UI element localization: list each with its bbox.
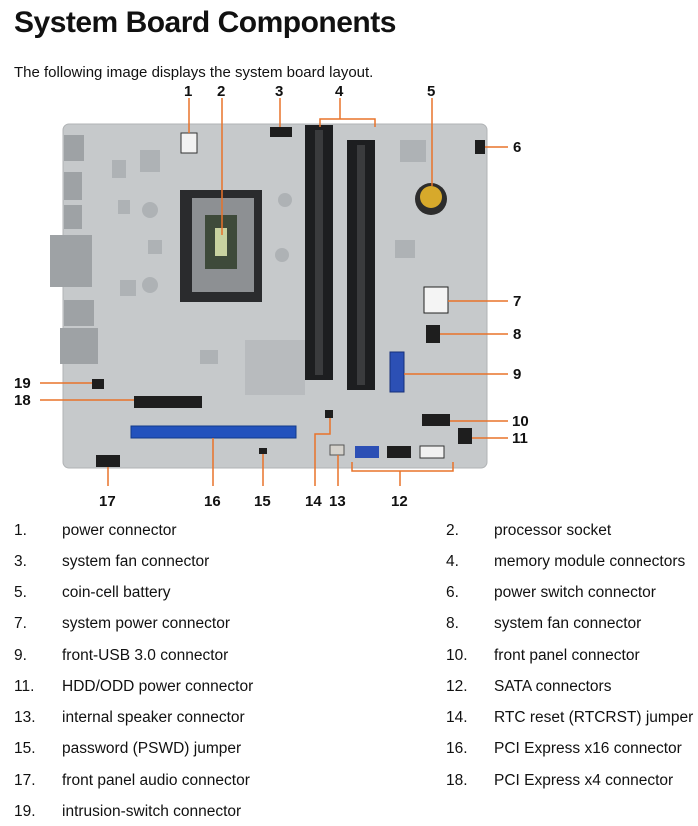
front-audio-connector-shape xyxy=(96,455,120,467)
callout-5: 5 xyxy=(427,83,435,100)
callout-15: 15 xyxy=(254,493,271,510)
system-fan-connector-2-shape xyxy=(426,325,440,343)
callout-9: 9 xyxy=(513,366,521,383)
callout-2: 2 xyxy=(217,83,225,100)
callout-3: 3 xyxy=(275,83,283,100)
callout-7: 7 xyxy=(513,293,521,310)
intrusion-switch-shape xyxy=(92,379,104,389)
callout-4: 4 xyxy=(335,83,344,100)
board-components xyxy=(112,140,426,395)
callout-lines xyxy=(40,98,508,486)
callout-6: 6 xyxy=(513,139,521,156)
system-fan-connector-shape xyxy=(270,127,292,137)
callout-11: 11 xyxy=(512,430,528,447)
power-switch-connector-shape xyxy=(475,140,485,154)
callout-1: 1 xyxy=(184,83,192,100)
hdd-odd-power-connector-shape xyxy=(458,428,472,444)
callout-12: 12 xyxy=(391,493,408,510)
rtc-jumper-shape xyxy=(325,410,333,418)
system-board-diagram: 1 2 3 4 5 6 7 8 9 10 11 12 13 14 15 16 1… xyxy=(14,83,529,510)
callout-10: 10 xyxy=(512,413,529,430)
pswd-jumper-shape xyxy=(259,448,267,454)
callout-19: 19 xyxy=(14,375,31,392)
intro-text: The following image displays the system … xyxy=(14,64,374,81)
rear-io-ports xyxy=(50,135,98,364)
front-usb-connector-shape xyxy=(389,351,405,393)
sata-connectors-shape xyxy=(355,445,445,459)
system-power-connector-shape xyxy=(423,286,449,314)
system-board xyxy=(63,124,487,468)
pcie-x16-slot-shape xyxy=(130,425,297,439)
speaker-connector-shape xyxy=(329,444,345,456)
memory-slots xyxy=(305,125,375,390)
callout-18: 18 xyxy=(14,392,31,409)
callout-14: 14 xyxy=(305,493,322,510)
callout-16: 16 xyxy=(204,493,221,510)
power-connector-shape xyxy=(180,132,198,154)
page-title: System Board Components xyxy=(14,6,396,39)
pcie-x4-slot-shape xyxy=(134,396,202,408)
callout-8: 8 xyxy=(513,326,521,343)
callout-13: 13 xyxy=(329,493,346,510)
callout-numbers: 1 2 3 4 5 6 7 8 9 10 11 12 13 14 15 16 1… xyxy=(14,83,529,510)
callout-17: 17 xyxy=(99,493,116,510)
front-panel-connector-shape xyxy=(422,414,450,426)
processor-socket xyxy=(180,190,262,302)
